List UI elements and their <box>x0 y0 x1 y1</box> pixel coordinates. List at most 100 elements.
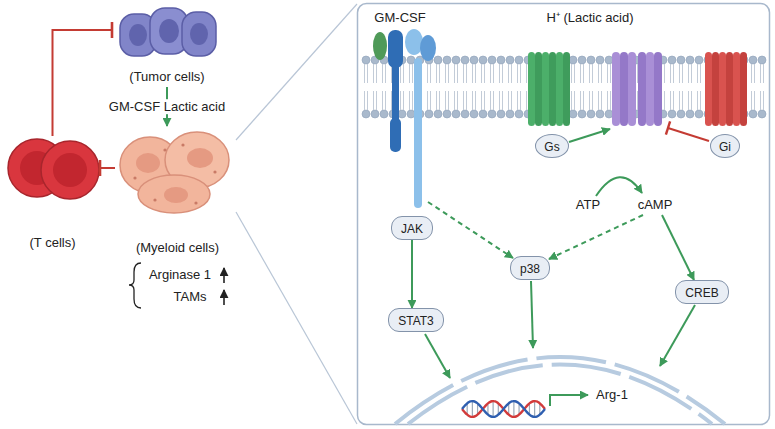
lipid-head <box>578 110 586 118</box>
lipid-tail <box>481 64 482 83</box>
lipid-head <box>605 56 613 64</box>
lipid-head <box>506 110 514 118</box>
lipid-head <box>578 56 586 64</box>
lipid-head <box>686 56 694 64</box>
lipid-tail <box>763 91 764 110</box>
lipid-tail <box>610 91 611 110</box>
lipid-tail <box>607 91 608 110</box>
lipid-tail <box>517 91 518 110</box>
lipid-tail <box>508 91 509 110</box>
lipid-tail <box>601 64 602 83</box>
metabolite-label: ATP <box>576 197 600 213</box>
lipid-head <box>596 110 604 118</box>
lipid-tail <box>382 64 383 83</box>
lipid-head <box>569 56 577 64</box>
node-label: (T cells) <box>30 235 76 251</box>
receptor-transmembrane <box>392 66 399 120</box>
lipid-tail <box>700 91 701 110</box>
t-cell-illustration <box>8 139 99 199</box>
tumor-cell-nucleus <box>159 19 179 43</box>
lipid-tail <box>448 91 449 110</box>
lipid-tail <box>436 91 437 110</box>
lipid-head <box>749 56 757 64</box>
lipid-tail <box>400 64 401 83</box>
lipid-tail <box>754 91 755 110</box>
lipid-tail <box>493 64 494 83</box>
lipid-head <box>479 110 487 118</box>
receptor-tail <box>390 118 401 152</box>
lipid-head <box>749 110 757 118</box>
outcome-label: Arginase 1 <box>149 267 211 283</box>
lipid-head <box>569 110 577 118</box>
inhibition-connector <box>100 167 115 169</box>
lipid-tail <box>763 64 764 83</box>
myeloid-cell-illustration <box>120 132 229 213</box>
lipid-tail <box>454 64 455 83</box>
lipid-tail <box>409 64 410 83</box>
lipid-tail <box>391 91 392 110</box>
lipid-tail <box>481 91 482 110</box>
receptor-domain <box>373 32 387 60</box>
nuclear-envelope <box>395 357 725 424</box>
lipid-tail <box>760 91 761 110</box>
lipid-head <box>443 110 451 118</box>
lipid-tail <box>499 64 500 83</box>
lipid-tail <box>700 64 701 83</box>
lipid-head <box>587 110 595 118</box>
activation-arrow <box>531 281 533 348</box>
lipid-tail <box>502 91 503 110</box>
lipid-tail <box>592 91 593 110</box>
dashed-arrow <box>549 215 643 259</box>
lipid-tail <box>598 64 599 83</box>
t-cell-nucleus <box>53 153 87 187</box>
node-label: CREB <box>685 286 718 300</box>
lipid-tail <box>589 91 590 110</box>
inhibition-bar <box>99 160 102 176</box>
dna-rung <box>513 401 514 417</box>
lipid-tail <box>526 64 527 83</box>
receptor-domain <box>388 30 403 68</box>
dna-rung <box>472 401 473 417</box>
ligand-label: H⁺ (Lactic acid) <box>546 10 633 26</box>
lipid-tail <box>484 91 485 110</box>
lipid-head <box>461 110 469 118</box>
lipid-tail <box>367 64 368 83</box>
edge-label: GM-CSF Lactic acid <box>106 99 228 115</box>
g-protein-oval: Gs <box>535 134 568 158</box>
lipid-tail <box>574 91 575 110</box>
lipid-head <box>398 110 406 118</box>
lipid-tail <box>601 91 602 110</box>
lipid-tail <box>610 64 611 83</box>
granule <box>213 170 216 173</box>
lipid-tail <box>664 91 665 110</box>
lipid-head <box>452 110 460 118</box>
gene-label: Arg-1 <box>596 387 628 403</box>
lipid-tail <box>373 91 374 110</box>
lipid-tail <box>439 91 440 110</box>
nuclear-envelope <box>408 365 712 425</box>
adenylyl-cyclase <box>612 52 662 126</box>
activation-arrow <box>660 305 695 366</box>
lipid-tail <box>583 91 584 110</box>
lipid-tail <box>445 64 446 83</box>
lipid-tail <box>691 91 692 110</box>
ligand-label: GM-CSF <box>374 10 425 26</box>
lipid-tail <box>574 64 575 83</box>
node-label: (Myeloid cells) <box>136 240 219 256</box>
lipid-head <box>362 56 370 64</box>
lipid-tail <box>400 91 401 110</box>
lipid-tail <box>364 91 365 110</box>
connector-group <box>411 240 412 308</box>
lipid-tail <box>607 64 608 83</box>
lipid-tail <box>754 64 755 83</box>
lipid-tail <box>499 91 500 110</box>
myeloid-cell-group: (Myeloid cells) <box>115 126 240 256</box>
outcome-label: TAMs <box>174 289 207 305</box>
increase-arrow <box>223 268 225 283</box>
lipid-head <box>434 110 442 118</box>
granule <box>181 143 184 146</box>
brace <box>129 263 141 308</box>
lipid-head <box>452 56 460 64</box>
lipid-tail <box>697 91 698 110</box>
lipid-tail <box>472 64 473 83</box>
